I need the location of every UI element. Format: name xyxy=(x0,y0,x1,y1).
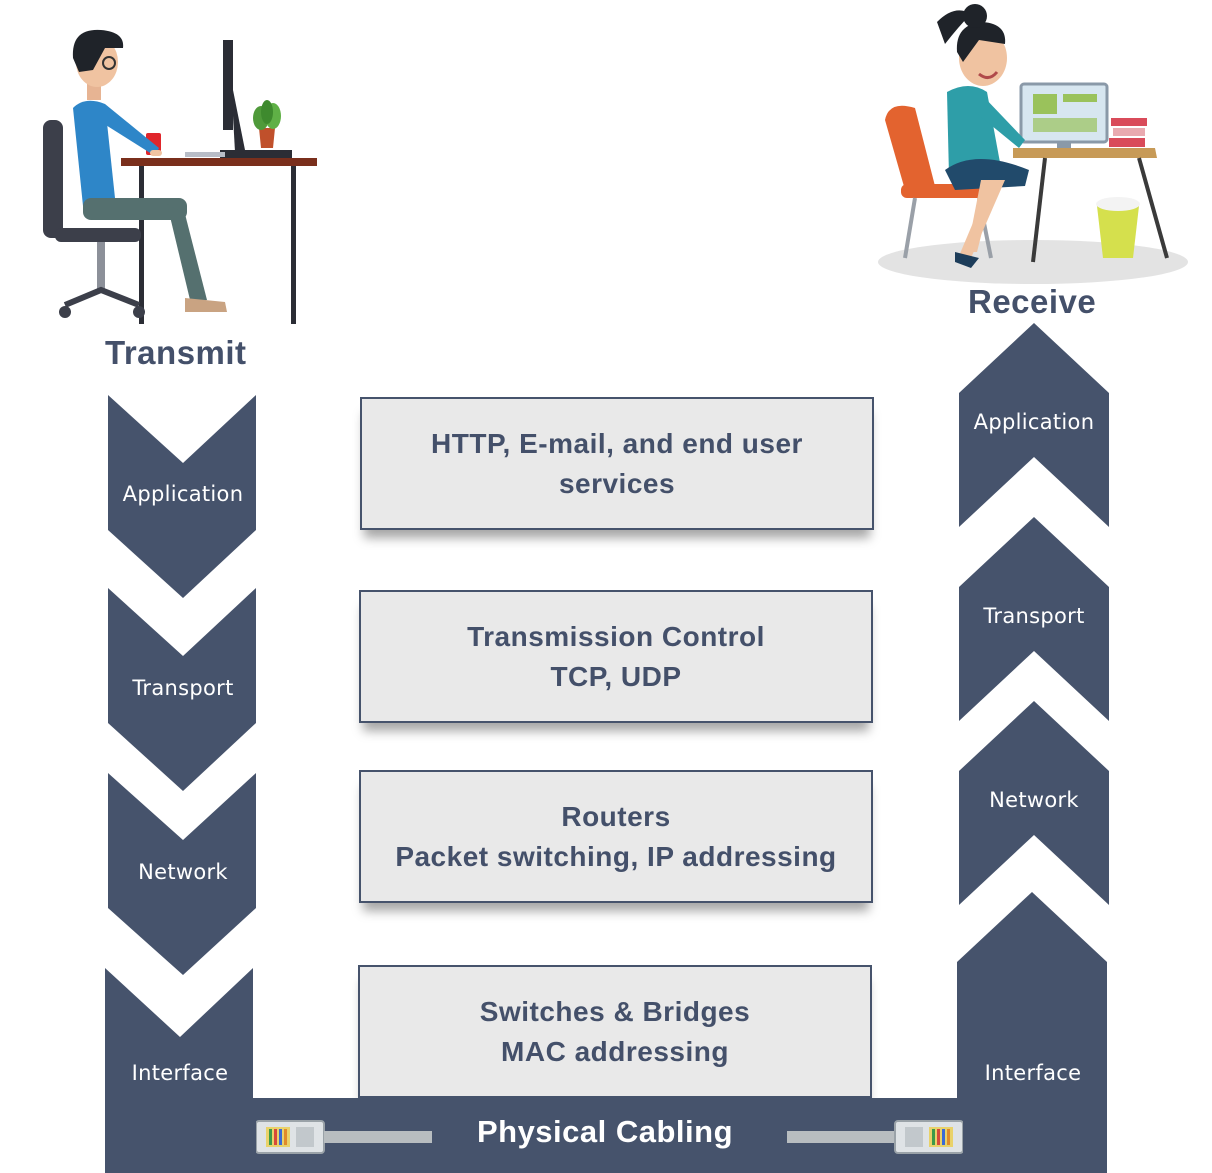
transmit-layer-transport: Transport xyxy=(132,676,234,700)
receive-arrow-application xyxy=(959,323,1109,527)
receive-arrow-transport xyxy=(959,517,1109,721)
woman-at-computer-illustration xyxy=(878,4,1188,284)
physical-cabling-label: Physical Cabling xyxy=(476,1114,734,1149)
rj45-connector-icon xyxy=(787,1120,963,1154)
box-line: TCP, UDP xyxy=(550,660,682,692)
receive-arrow-interface xyxy=(957,892,1107,1098)
receive-layer-transport: Transport xyxy=(983,604,1085,628)
box-line: Routers xyxy=(561,800,671,832)
box-line: MAC addressing xyxy=(501,1035,729,1067)
receive-layer-application: Application xyxy=(973,410,1095,434)
rj45-connector-icon xyxy=(256,1120,432,1154)
interface-layer-box: Switches & Bridges MAC addressing xyxy=(358,965,872,1098)
transmit-arrow-network xyxy=(108,773,256,975)
receive-heading: Receive xyxy=(968,283,1097,320)
transmit-layer-application: Application xyxy=(122,482,244,506)
box-line: HTTP, E-mail, and end user xyxy=(431,427,803,459)
box-line: Switches & Bridges xyxy=(479,995,751,1027)
receive-arrow-network xyxy=(959,701,1109,905)
transmit-arrow-interface xyxy=(105,968,253,1098)
box-line: Packet switching, IP addressing xyxy=(395,840,837,872)
receive-layer-interface: Interface xyxy=(984,1061,1082,1085)
transmit-arrow-transport xyxy=(108,588,256,791)
transmit-heading: Transmit xyxy=(105,334,247,371)
box-line: services xyxy=(558,467,676,499)
application-layer-box: HTTP, E-mail, and end user services xyxy=(360,397,874,530)
transport-layer-box: Transmission Control TCP, UDP xyxy=(359,590,873,723)
box-line: Transmission Control xyxy=(467,620,765,652)
receive-layer-network: Network xyxy=(989,788,1079,812)
transmit-arrow-application xyxy=(108,395,256,598)
man-at-computer-illustration xyxy=(43,29,317,324)
network-layer-box: Routers Packet switching, IP addressing xyxy=(359,770,873,903)
transmit-layer-interface: Interface xyxy=(131,1061,229,1085)
transmit-layer-network: Network xyxy=(138,860,228,884)
